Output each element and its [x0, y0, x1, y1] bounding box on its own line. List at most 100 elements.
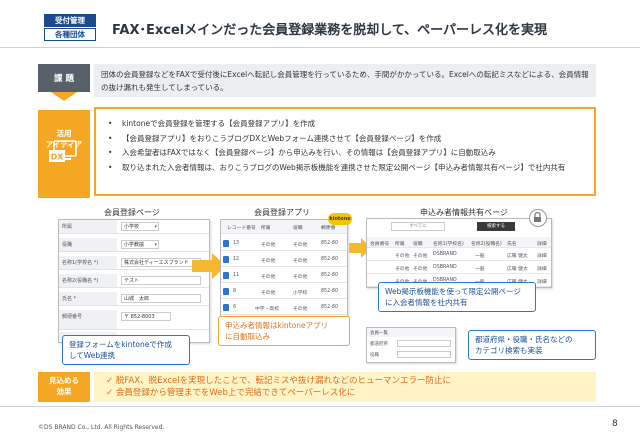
cell: その他 [293, 275, 308, 280]
search-select [397, 351, 451, 358]
down-arrow-icon [51, 92, 77, 101]
page-title: FAX･Excelメインだった会員登録業務を脱却して、ペーパーレス化を実現 [112, 23, 548, 38]
table-header: レコード番号 [227, 226, 256, 231]
idea-item: 入会希望者はFAXではなく【会員登録ページ】から申込みを行い、その情報は【会員登… [108, 146, 584, 159]
panel-title-share-page: 申込み者情報共有ページ [420, 208, 508, 217]
table-header: 詳細 [537, 242, 547, 247]
cell: その他 [413, 254, 428, 259]
search-label: 都道府県 [370, 342, 388, 347]
effect-item: ✓ 脱FAX、脱Excelを実現したことで、転記ミスや抜け漏れなどのヒューマンエ… [106, 376, 451, 386]
cell: その他 [261, 275, 276, 280]
idea-label-line2: アイディア [45, 140, 83, 149]
cell: その他 [395, 254, 410, 259]
cell: その他 [293, 307, 308, 312]
callout-search: 都道府県・役職・氏名などの カテゴリ検索も実装 [468, 330, 596, 360]
effect-box: ✓ 脱FAX、脱Excelを実現したことで、転記ミスや抜け漏れなどのヒューマンエ… [94, 372, 596, 402]
cell: 852-80 [321, 305, 338, 310]
cell: その他 [413, 267, 428, 272]
table-header: 名称2(役職名) [471, 242, 502, 247]
callout-form: 登録フォームをkintoneで作成 してWeb連携 [62, 335, 190, 365]
lock-icon [529, 209, 547, 227]
panel-title-reg-page: 会員登録ページ [104, 208, 160, 217]
table-header: 郵便番 [321, 226, 336, 231]
form-input: 〒 852-8003 [121, 312, 171, 321]
cell: DSBRAND [433, 278, 457, 283]
cell: 詳細 [537, 280, 547, 285]
table-header: 所属 [395, 242, 405, 247]
table-header: 役職 [413, 242, 423, 247]
effect-item: ✓ 会員登録から管理までをWeb上で完結できてペーパーレス化に [106, 388, 356, 398]
cell: 13 [233, 241, 240, 246]
cell: その他 [261, 243, 276, 248]
right-arrow-icon [192, 253, 226, 279]
cell: 852-80 [321, 257, 338, 262]
cell: 小学校 [293, 291, 308, 296]
search-panel-header: 会員一覧 [367, 328, 455, 337]
cell: その他 [293, 243, 308, 248]
kintone-logo: kintone [328, 213, 352, 225]
record-icon [223, 272, 229, 279]
cell: 広報 健太 [507, 254, 528, 259]
cell: 広報 健太 [507, 267, 528, 272]
table-header: 役職 [293, 226, 303, 231]
cell: 12 [233, 257, 240, 262]
cell: その他 [293, 259, 308, 264]
table-header: 名称1(学校名) [433, 242, 464, 247]
table-header: 会員番号 [370, 242, 390, 247]
form-label: 所属 [59, 220, 117, 233]
cell: 852-80 [321, 241, 338, 246]
table-header: 氏名 [507, 242, 517, 247]
cell: その他 [395, 267, 410, 272]
cell: 8 [233, 289, 237, 294]
header-divider [0, 47, 640, 48]
copyright: ©DS BRAND Co., Ltd. All Rights Reserved. [38, 424, 165, 431]
record-icon [223, 256, 229, 263]
cell: その他 [261, 291, 276, 296]
cell: 852-80 [321, 289, 338, 294]
dx-computer-icon: DX [47, 140, 81, 170]
idea-item: 【会員登録アプリ】をおりこうブログDXとWebフォーム連携させて【会員登録ページ… [108, 132, 584, 145]
subcategory-tag: 各種団体 [44, 28, 96, 41]
form-input: テスト [121, 276, 201, 285]
form-input: 山城 太郎 [121, 294, 201, 303]
issue-text: 団体の会員登録などをFAXで受付後にExcelへ転記し会員管理を行っているため、… [94, 64, 596, 97]
search-button: 検索する [477, 222, 515, 231]
cell: DSBRAND [433, 252, 457, 257]
record-icon [223, 304, 229, 311]
effect-label: 見込める 効果 [38, 372, 90, 402]
cell: DSBRAND [433, 265, 457, 270]
category-tag: 受付管理 [44, 14, 96, 27]
footer-divider [0, 406, 640, 407]
form-label: 役職 [59, 238, 117, 251]
form-label: 名称2(役職名 *) [59, 274, 117, 287]
page-number: 8 [612, 419, 618, 429]
dx-icon-text: DX [51, 153, 65, 162]
search-select [397, 340, 451, 347]
callout-auto-import: 申込み者情報はkintoneアプリ に自動取込み [218, 316, 350, 346]
form-label: 氏名 * [59, 292, 117, 305]
cell: 詳細 [537, 267, 547, 272]
cell: 852-80 [321, 273, 338, 278]
cell: 一般 [475, 254, 485, 259]
idea-label: 活用 アイディア [38, 110, 90, 198]
form-label: 名称1(学校名 *) [59, 256, 117, 269]
panel-title-reg-app: 会員登録アプリ [254, 208, 310, 217]
idea-list-box: kintoneで会員登録を管理する【会員登録アプリ】を作成 【会員登録アプリ】を… [94, 107, 596, 196]
callout-web-board: Web掲示板機能を使って限定公開ページ に入会者情報を社内共有 [378, 282, 536, 312]
form-input: 株式会社ディーエスブランド [121, 258, 201, 267]
effect-label-line1: 見込める [49, 376, 79, 385]
search-panel-screenshot: 会員一覧 都道府県 役職 [366, 327, 456, 363]
cell: 中学・高校 [255, 307, 279, 312]
cell: その他 [261, 259, 276, 264]
cell: 詳細 [537, 254, 547, 259]
issue-label: 課 題 [38, 64, 90, 92]
record-icon [223, 240, 229, 247]
idea-label-line1: 活用 [56, 129, 72, 138]
share-page-screenshot: すべてに 検索する 会員番号 所属 役職 名称1(学校名) 名称2(役職名) 氏… [366, 218, 552, 288]
cell: 6 [233, 305, 237, 310]
search-label: 役職 [370, 353, 379, 358]
effect-label-line2: 効果 [56, 386, 72, 396]
cell: 11 [233, 273, 240, 278]
